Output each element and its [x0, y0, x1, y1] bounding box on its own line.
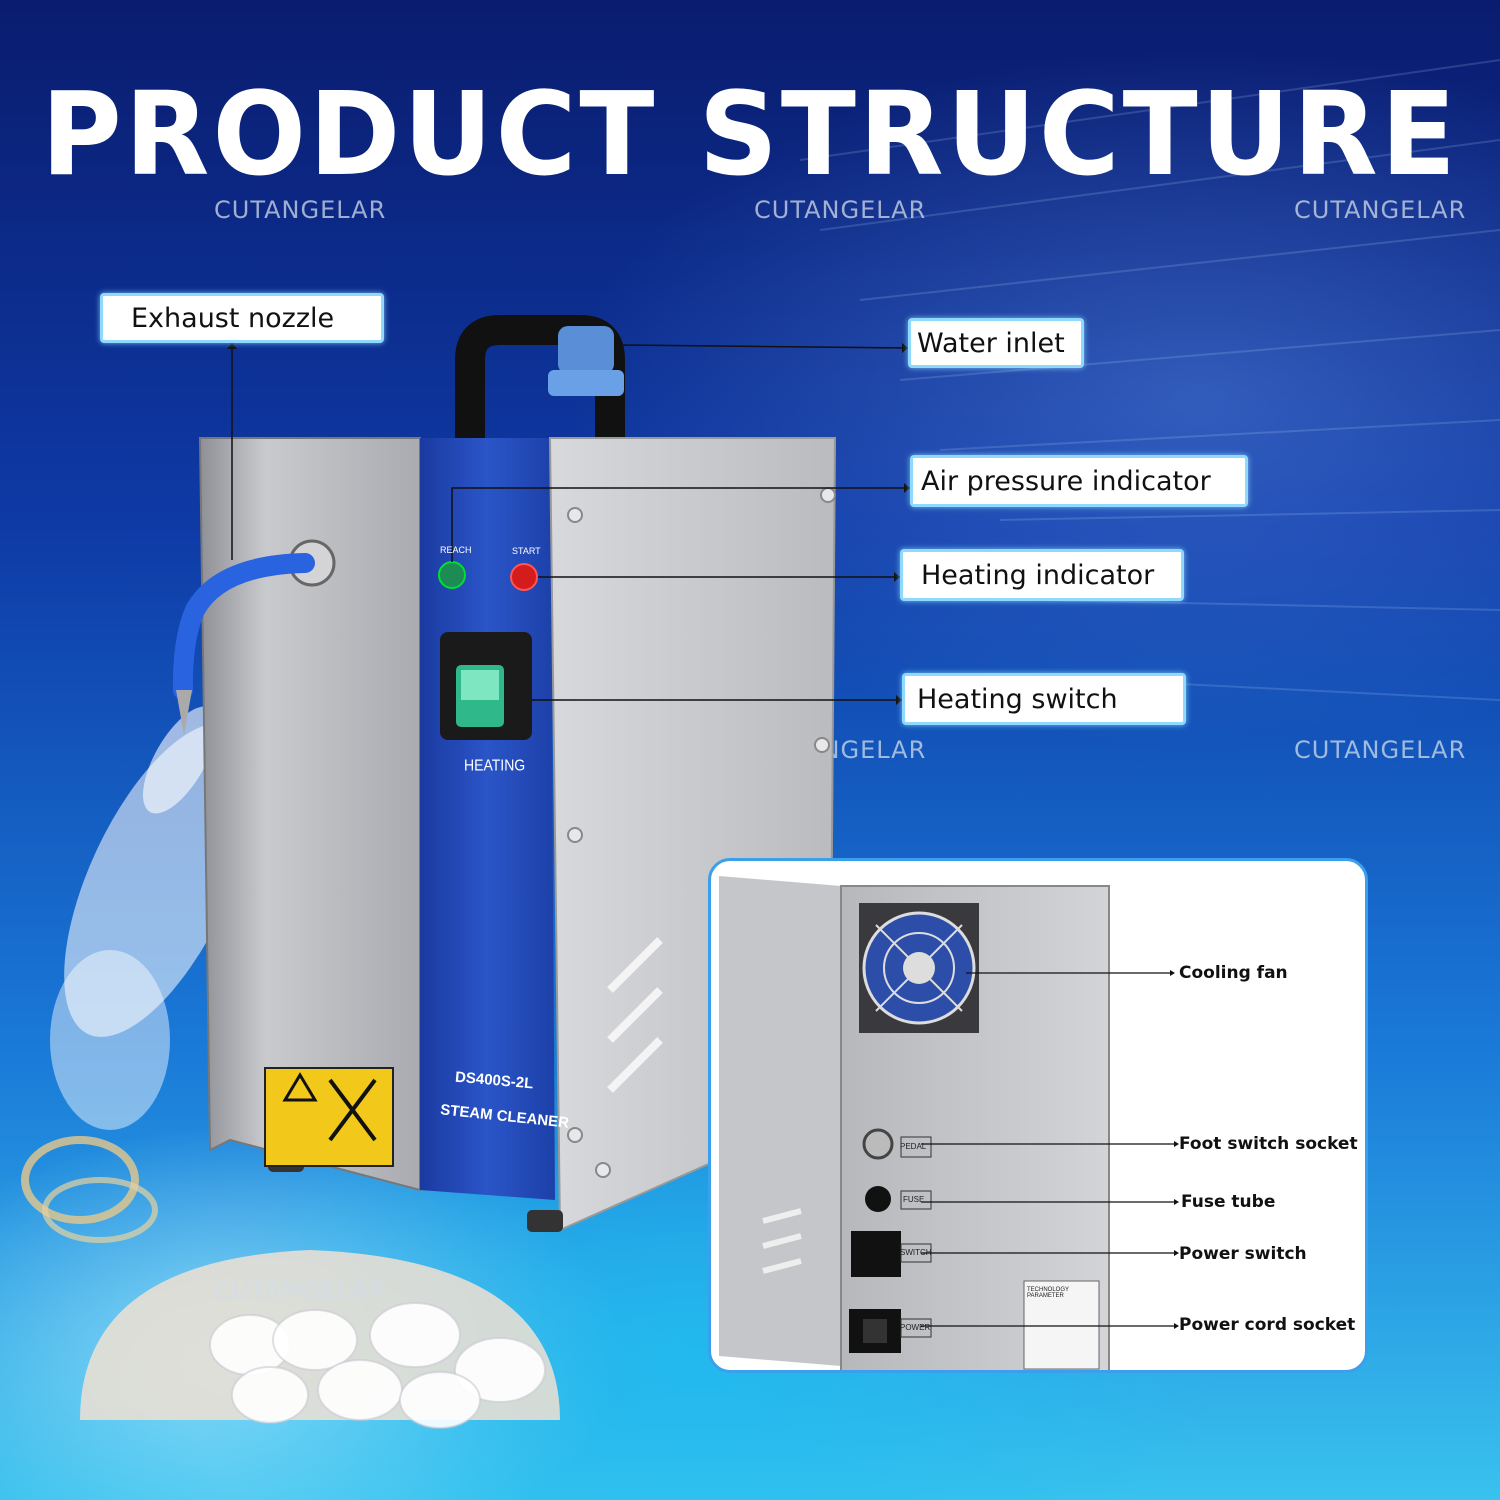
back-panel-illustration [719, 876, 1179, 1370]
watermark: CUTANGELAR [1294, 196, 1467, 224]
watermark: CUTANGELAR [754, 196, 927, 224]
exhaust-nozzle-tip [176, 690, 192, 735]
page-title: PRODUCT STRUCTURE [41, 66, 1459, 202]
exhaust-hose [172, 553, 315, 700]
label-fuse-tube: Fuse tube [1181, 1192, 1276, 1212]
fuse-tag: FUSE [903, 1195, 925, 1204]
switch-tag: SWITCH [900, 1248, 932, 1257]
watermark: CUTANGELAR [1294, 736, 1467, 764]
power-tag: POWER [900, 1323, 931, 1332]
callout-heating-indicator: Heating indicator [900, 549, 1184, 601]
callout-exhaust-nozzle: Exhaust nozzle [100, 293, 384, 343]
label-power-switch: Power switch [1179, 1244, 1307, 1264]
callout-air-pressure-indicator: Air pressure indicator [910, 455, 1248, 507]
callout-heating-switch: Heating switch [902, 673, 1186, 725]
callout-water-inlet: Water inlet [908, 318, 1084, 368]
heating-indicator-light [510, 563, 538, 591]
label-foot-switch-socket: Foot switch socket [1179, 1134, 1358, 1154]
water-inlet-cap [558, 326, 614, 374]
heating-label: HEATING [464, 756, 526, 774]
leader-lines [231, 343, 910, 701]
air-pressure-indicator-light [438, 561, 466, 589]
parameter-plate-title: TECHNOLOGY PARAMETER [1027, 1287, 1069, 1299]
label-cooling-fan: Cooling fan [1179, 963, 1288, 983]
start-label: START [512, 546, 541, 556]
machine-blue-panel [420, 438, 555, 1200]
back-panel-inset: PEDAL FUSE SWITCH POWER TECHNOLOGY PARAM… [708, 858, 1368, 1373]
pedal-tag: PEDAL [900, 1142, 927, 1151]
watermark: CUTANGELAR [214, 196, 387, 224]
reach-label: REACH [440, 545, 472, 555]
watermark: CUTANGELAR [214, 1276, 387, 1304]
label-power-cord-socket: Power cord socket [1179, 1315, 1356, 1335]
